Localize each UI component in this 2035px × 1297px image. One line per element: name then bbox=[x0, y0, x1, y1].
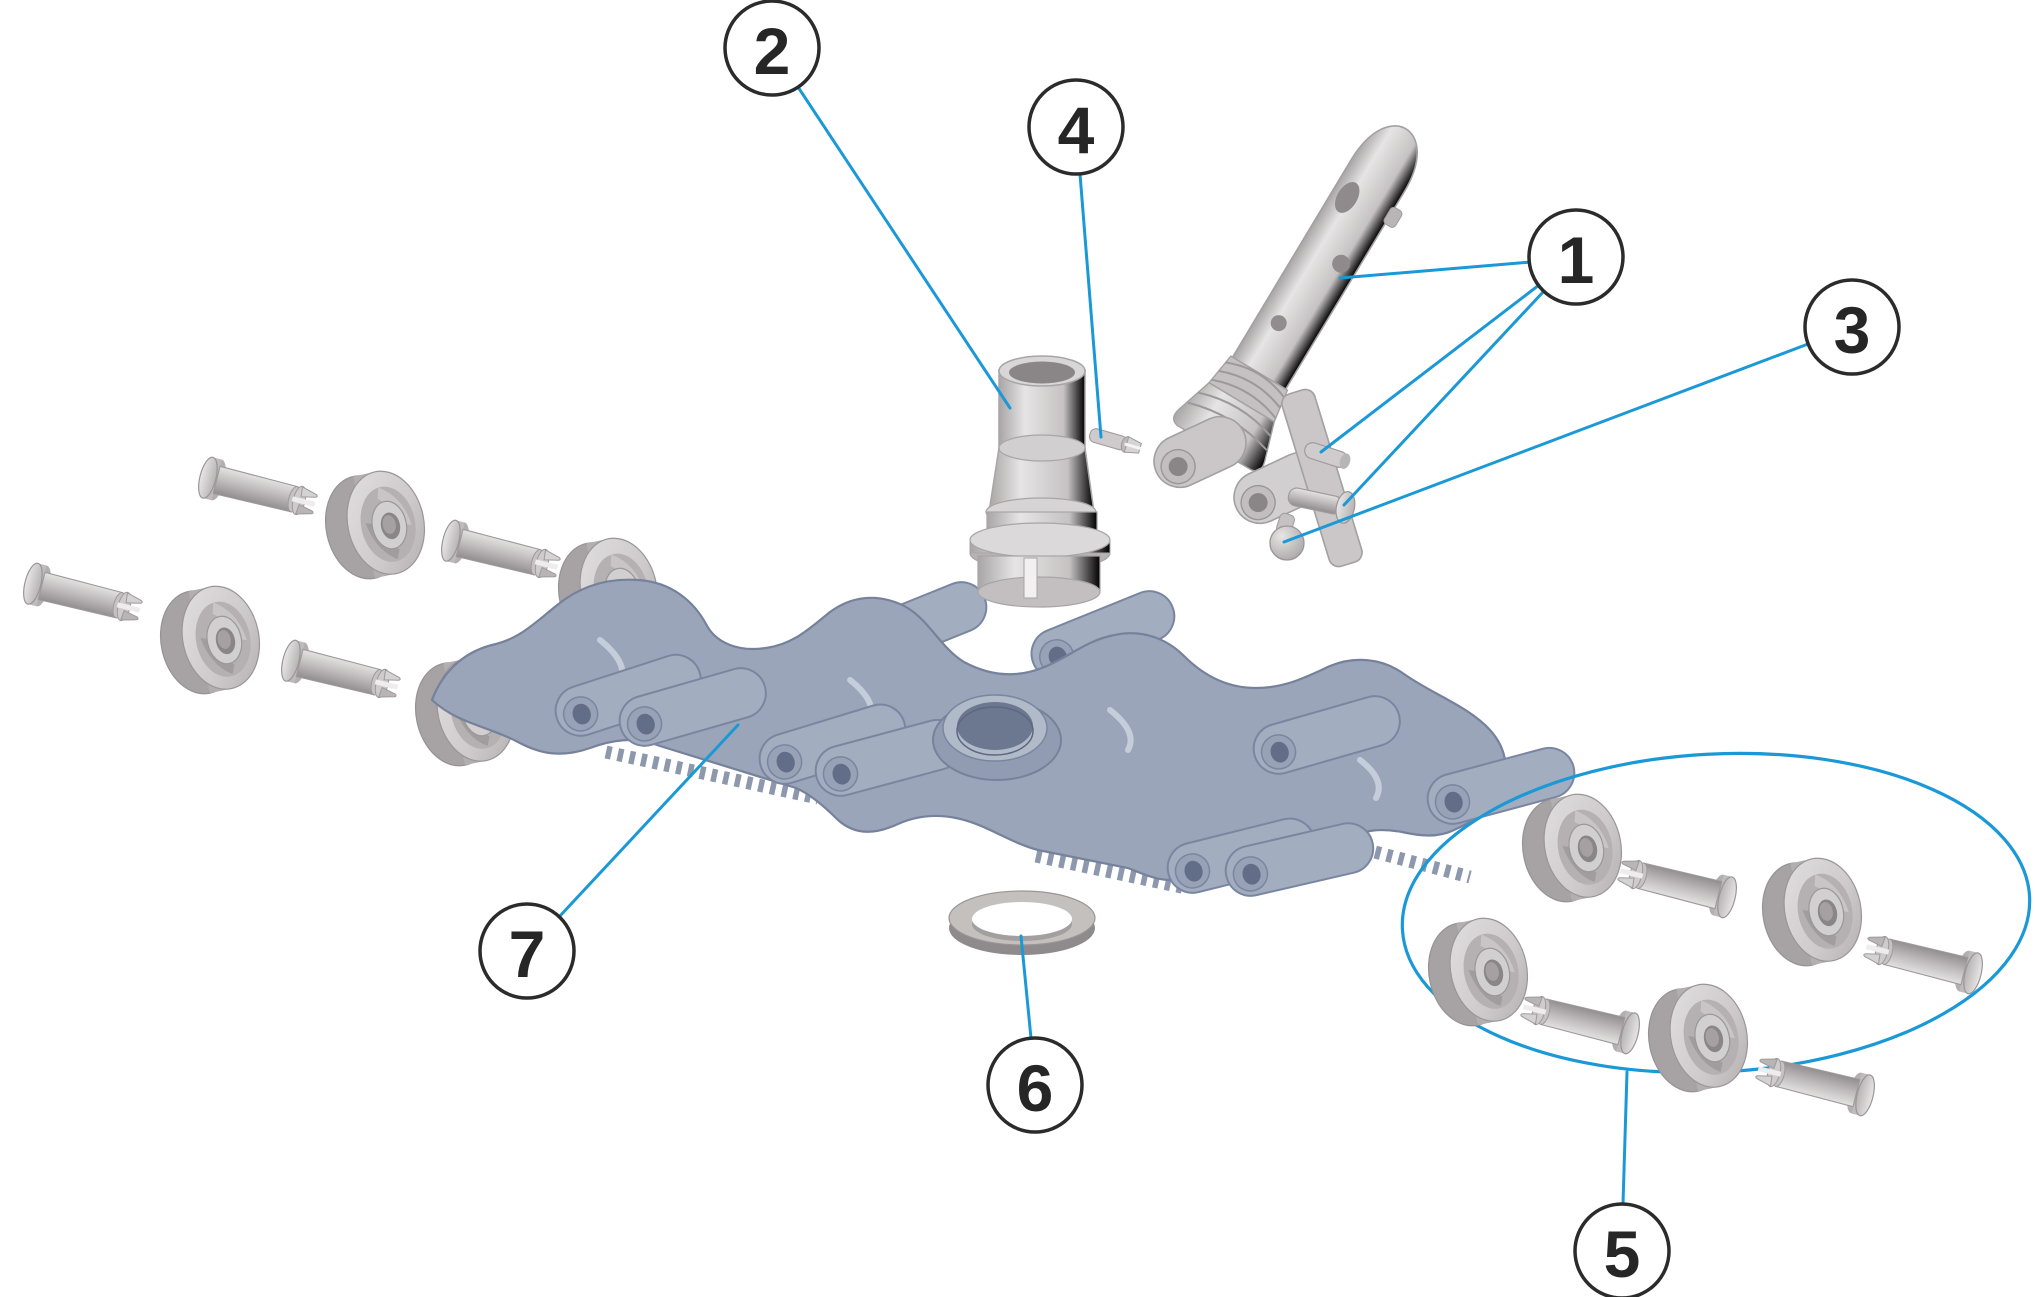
o-ring bbox=[948, 890, 1096, 955]
body-teeth bbox=[1350, 839, 1472, 884]
callout-4[interactable]: 4 bbox=[1027, 78, 1125, 176]
callouts: 1 2 3 4 5 6 7 bbox=[478, 0, 1901, 1297]
handle-tube bbox=[1231, 125, 1418, 391]
callout-5[interactable]: 5 bbox=[1573, 1202, 1671, 1297]
wheel bbox=[1512, 786, 1632, 910]
callout-6[interactable]: 6 bbox=[986, 1036, 1084, 1134]
axle-pin bbox=[1614, 849, 1741, 921]
callout-6-label: 6 bbox=[1017, 1051, 1054, 1125]
axle-pin bbox=[19, 560, 146, 632]
callout-5-label: 5 bbox=[1604, 1217, 1641, 1291]
body-teeth bbox=[1034, 849, 1188, 895]
connector-lock-pin bbox=[1088, 428, 1143, 454]
leader-line-4 bbox=[1078, 172, 1103, 439]
fork-ball-pin bbox=[1269, 512, 1305, 561]
axle-pin bbox=[437, 517, 564, 589]
leader-line-1b bbox=[1319, 283, 1541, 454]
leader-lines bbox=[557, 85, 1810, 1206]
leader-line-2 bbox=[796, 85, 1012, 410]
callout-7-label: 7 bbox=[509, 917, 546, 991]
hose-connector bbox=[969, 355, 1143, 608]
callout-1[interactable]: 1 bbox=[1527, 208, 1625, 306]
callout-4-label: 4 bbox=[1058, 93, 1095, 167]
wheel bbox=[315, 463, 435, 587]
right-wheel-pin-cluster bbox=[1400, 751, 2032, 1119]
fork-ear bbox=[1153, 415, 1247, 489]
leader-line-1a bbox=[1338, 260, 1533, 280]
leader-line-1c bbox=[1342, 289, 1546, 507]
callout-2-label: 2 bbox=[754, 14, 791, 88]
axle-pin bbox=[1517, 985, 1644, 1057]
body-teeth bbox=[604, 745, 820, 805]
wheel bbox=[1752, 850, 1872, 974]
callout-1-label: 1 bbox=[1558, 223, 1595, 297]
wheel bbox=[1418, 910, 1538, 1034]
vacuum-head-body bbox=[430, 573, 1581, 902]
wheel bbox=[1638, 976, 1758, 1100]
callout-3[interactable]: 3 bbox=[1803, 278, 1901, 376]
leader-line-6 bbox=[1019, 934, 1033, 1040]
handle-fork-assembly bbox=[1153, 125, 1418, 568]
callout-7[interactable]: 7 bbox=[478, 902, 576, 1000]
callout-2[interactable]: 2 bbox=[723, 0, 821, 97]
wheel bbox=[150, 578, 270, 702]
axle-pin bbox=[1860, 925, 1987, 997]
body-collar bbox=[932, 694, 1062, 781]
leader-line-5 bbox=[1621, 1070, 1629, 1206]
leader-line-7 bbox=[557, 723, 740, 919]
leader-line-3 bbox=[1282, 342, 1810, 544]
callout-3-label: 3 bbox=[1834, 293, 1871, 367]
axle-pin bbox=[194, 454, 321, 526]
axle-pin bbox=[277, 637, 404, 709]
